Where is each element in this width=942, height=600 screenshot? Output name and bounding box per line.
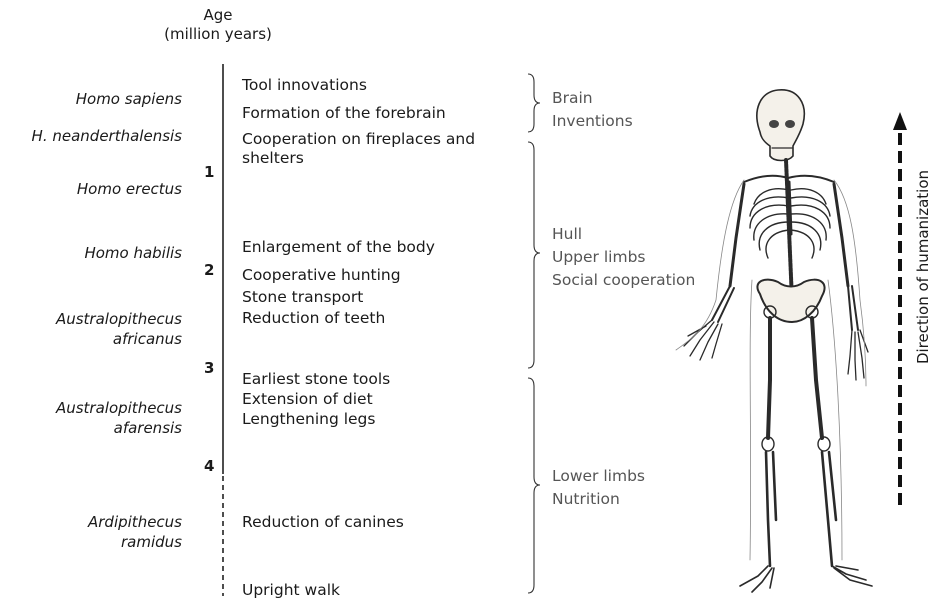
rib-6 bbox=[766, 230, 789, 258]
skull bbox=[757, 90, 804, 161]
right-tibia bbox=[822, 452, 836, 566]
brace-lower-limbs bbox=[528, 378, 540, 593]
right-foot bbox=[832, 566, 872, 586]
right-patella bbox=[818, 437, 830, 451]
left-foot bbox=[740, 566, 774, 592]
left-tibia bbox=[766, 452, 776, 566]
right-forearm bbox=[848, 286, 858, 330]
rib-5 bbox=[759, 222, 789, 250]
direction-arrow-head bbox=[893, 112, 907, 130]
rib-11 bbox=[791, 222, 821, 250]
skeleton-illustration bbox=[676, 90, 872, 592]
right-femur bbox=[812, 318, 822, 438]
brace-brain bbox=[528, 74, 540, 132]
pelvis bbox=[757, 280, 824, 322]
right-humerus bbox=[834, 184, 848, 286]
left-forearm bbox=[712, 286, 734, 322]
eye-socket-right bbox=[785, 120, 795, 128]
left-femur bbox=[768, 318, 770, 438]
left-humerus bbox=[730, 184, 744, 286]
brace-hull bbox=[528, 142, 540, 368]
eye-socket-left bbox=[769, 120, 779, 128]
direction-label: Direction of humanization bbox=[914, 167, 932, 367]
rib-12 bbox=[791, 230, 814, 258]
